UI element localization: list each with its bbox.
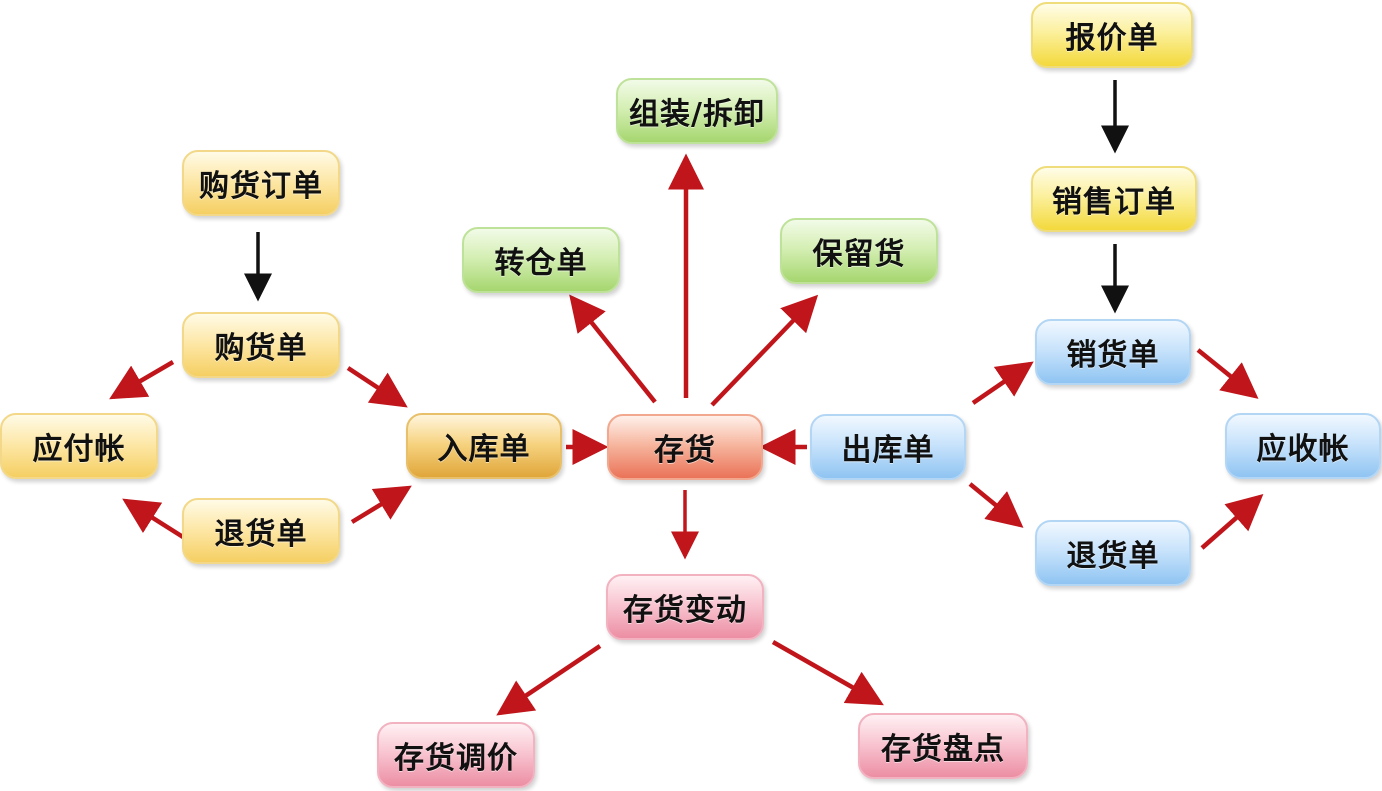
arrow-change-to-stocktake xyxy=(771,640,884,706)
arrow-sales-return-to-receivable xyxy=(1200,494,1264,550)
node-stocktake: 存货盘点 xyxy=(858,713,1028,779)
arrow-stock-out-to-sales-bill xyxy=(971,361,1034,405)
arrow-change-to-price-adjust xyxy=(496,644,602,716)
arrow-stock-out-to-sales-return xyxy=(968,482,1024,528)
node-sales-bill: 销货单 xyxy=(1035,319,1191,385)
node-stock-out: 出库单 xyxy=(810,414,966,480)
arrow-purchase-return-to-stock-in xyxy=(350,485,412,524)
node-inventory: 存货 xyxy=(607,414,763,480)
node-purchase-bill: 购货单 xyxy=(182,312,340,378)
arrow-purchase-bill-to-payable xyxy=(109,360,175,400)
arrow-inventory-to-transfer xyxy=(569,294,657,404)
arrow-purchase-return-to-payable xyxy=(122,498,185,539)
node-assembly: 组装/拆卸 xyxy=(616,78,778,144)
node-sales-order: 销售订单 xyxy=(1031,166,1197,232)
arrow-inventory-to-reserve xyxy=(710,294,819,407)
node-receivable: 应收帐 xyxy=(1225,413,1381,479)
node-purchase-order: 购货订单 xyxy=(182,150,340,216)
node-stock-in: 入库单 xyxy=(406,413,562,479)
node-payable: 应付帐 xyxy=(0,413,158,479)
node-transfer: 转仓单 xyxy=(462,227,620,293)
arrow-purchase-bill-to-stock-in xyxy=(346,366,408,408)
node-quotation: 报价单 xyxy=(1031,2,1193,68)
node-purchase-return: 退货单 xyxy=(182,498,340,564)
node-sales-return: 退货单 xyxy=(1035,520,1191,586)
arrow-sales-bill-to-receivable xyxy=(1196,348,1259,399)
node-reserve: 保留货 xyxy=(780,218,938,284)
node-inventory-change: 存货变动 xyxy=(606,574,764,640)
node-price-adjust: 存货调价 xyxy=(377,722,535,788)
